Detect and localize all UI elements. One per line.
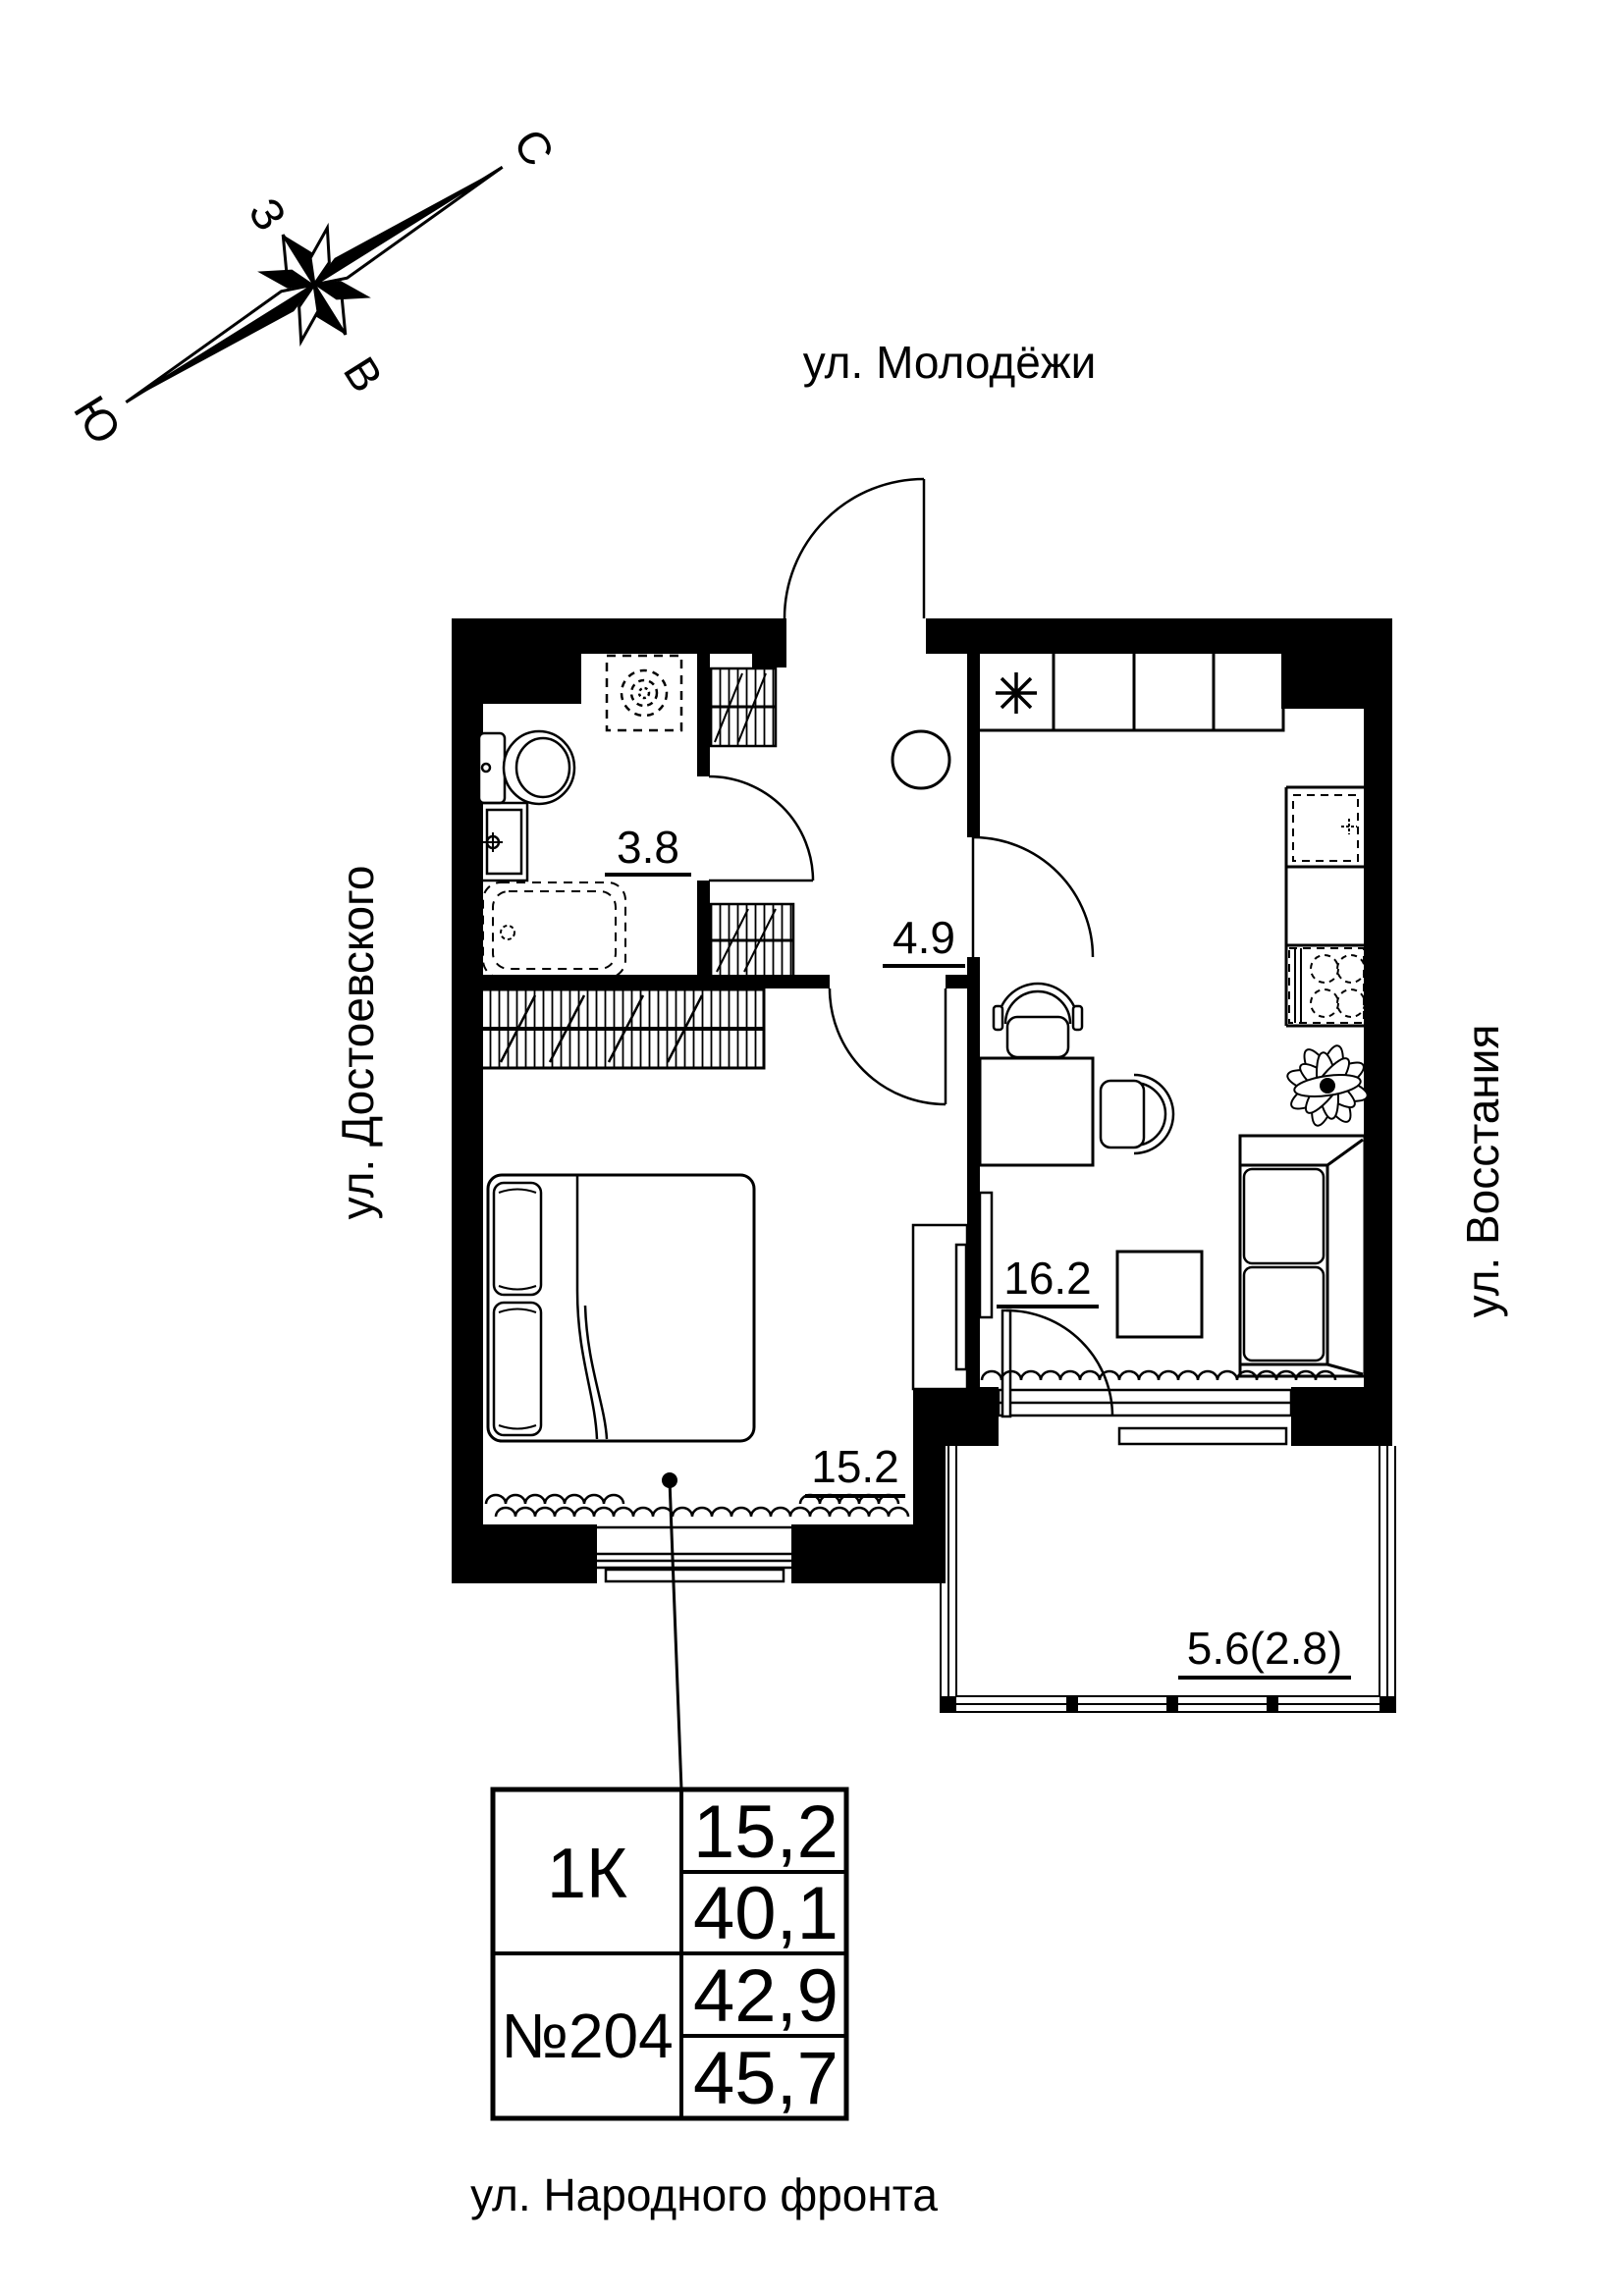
closet-icon [708,902,795,979]
sofa-icon [1238,1134,1367,1378]
area-cell: 40,1 [693,1872,839,1955]
bed-icon [486,1173,756,1443]
street-left-label: ул. Достоевского [332,866,383,1220]
desk-chair-icon [992,982,1084,1059]
living-area-cell: 15,2 [693,1790,839,1874]
glazing-posts [941,1696,1395,1712]
hallway-area-label: 4.9 [893,912,955,963]
cooktop-star-icon [996,672,1037,714]
total-area-cell: 42,9 [693,1954,839,2038]
wardrobe-icon [479,988,766,1070]
kitchen-living-area-label: 16.2 [1003,1253,1092,1304]
bedroom-door-swing-arc [828,988,947,1106]
sink-unit-icon [1292,794,1359,862]
bedroom-window [587,1525,799,1583]
compass-south-label: Ю [64,387,132,453]
compass-north-label: С [504,120,565,175]
compass-west-label: З [239,189,297,240]
coffee-table [1115,1250,1204,1339]
bathroom-area-label: 3.8 [617,822,679,873]
tv-icon [978,1191,994,1319]
street-bottom-label: ул. Народного фронта [470,2169,938,2220]
chair-icon [1099,1073,1175,1155]
balcony-glazing [940,1446,1396,1713]
total-area-with-balcony-cell: 45,7 [693,2037,839,2120]
apartment-number-cell: №204 [501,2001,673,2071]
hob-4-burners-icon [1288,947,1366,1024]
bathroom-door-swing-arc [708,774,815,882]
bathtub-icon [482,881,626,979]
sink-icon [479,801,529,882]
closet-icon [708,667,778,748]
bedroom-area-label: 15.2 [811,1441,899,1492]
desk [978,1056,1095,1167]
kitchen-counter [980,654,1285,732]
kitchen-door-swing-arc [971,835,1095,958]
info-table: 1К №204 15,2 40,1 42,9 45,7 [490,1787,849,2121]
apartment-type-cell: 1К [547,1835,627,1913]
entrance-door-swing-arc [783,477,926,619]
dresser-icon [911,1223,969,1391]
toilet-icon [477,729,576,806]
balcony-area-label: 5.6(2.8) [1187,1623,1343,1674]
balcony-door-swing-arc [1001,1308,1114,1418]
plant-icon [1286,1044,1369,1127]
leader-line [662,1472,683,1790]
washing-machine-icon [605,654,683,732]
walls [452,618,1392,1583]
street-top-label: ул. Молодёжи [803,337,1097,388]
street-right-label: ул. Восстания [1457,1025,1508,1318]
living-window [997,1388,1293,1446]
room-area-labels: 3.8 4.9 16.2 15.2 5.6(2.8) [605,822,1351,1680]
kitchen-counter-right [1284,785,1364,1028]
compass-rose-icon: С Ю З В [64,120,565,453]
compass-east-label: В [334,348,393,401]
stool-icon [891,729,951,790]
